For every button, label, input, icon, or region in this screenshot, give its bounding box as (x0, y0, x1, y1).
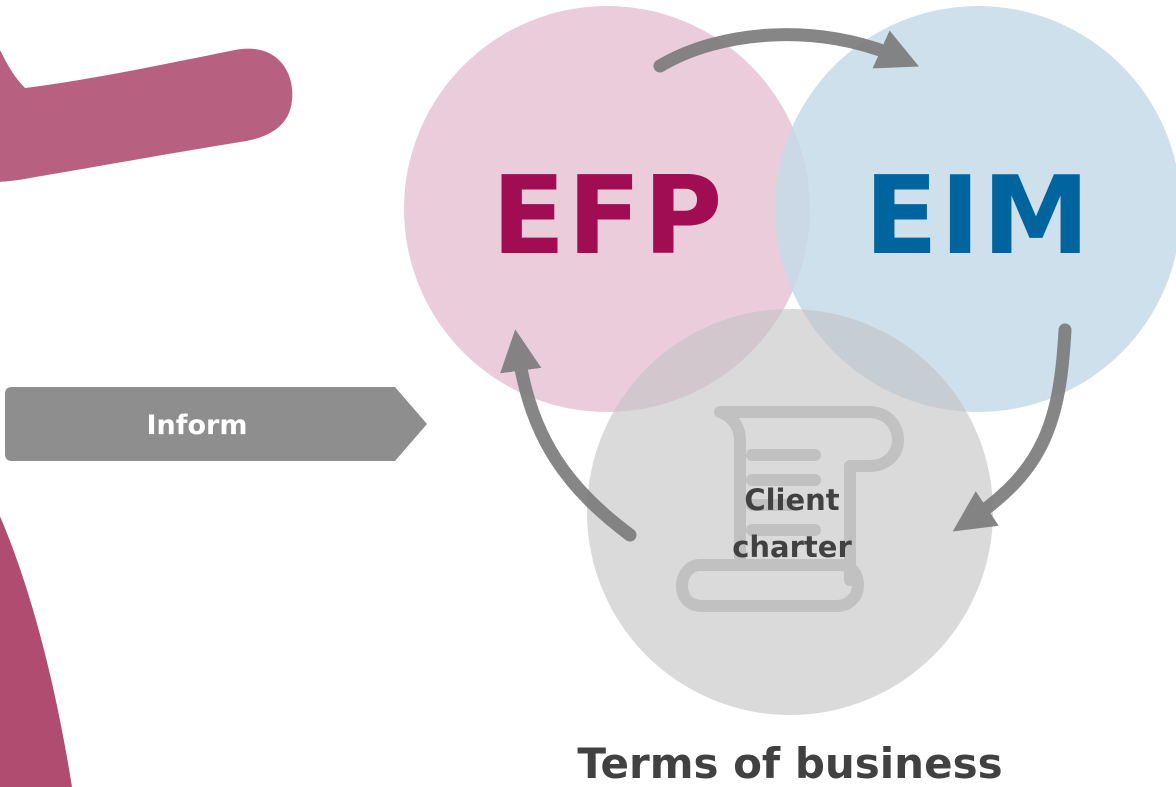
decorative-swoosh-bottom (0, 516, 72, 787)
arrow-charter-to-efp (500, 329, 637, 542)
arrow-efp-to-eim (653, 28, 919, 73)
efp-circle (404, 6, 810, 412)
eim-label: EIM (864, 154, 1091, 279)
client-charter-label-line2: charter (732, 530, 852, 564)
scroll-document-icon (676, 406, 904, 612)
arrow-eim-to-charter (952, 323, 1072, 532)
client-charter-label-line1: Client (744, 483, 839, 517)
inform-tag-label: Inform (146, 410, 247, 441)
efp-label: EFP (492, 154, 725, 279)
eim-circle (775, 6, 1176, 412)
client-charter-circle (587, 309, 993, 715)
terms-of-business-caption: Terms of business (577, 739, 1002, 787)
inform-tag (5, 387, 427, 461)
decorative-swoosh-top (0, 48, 293, 182)
